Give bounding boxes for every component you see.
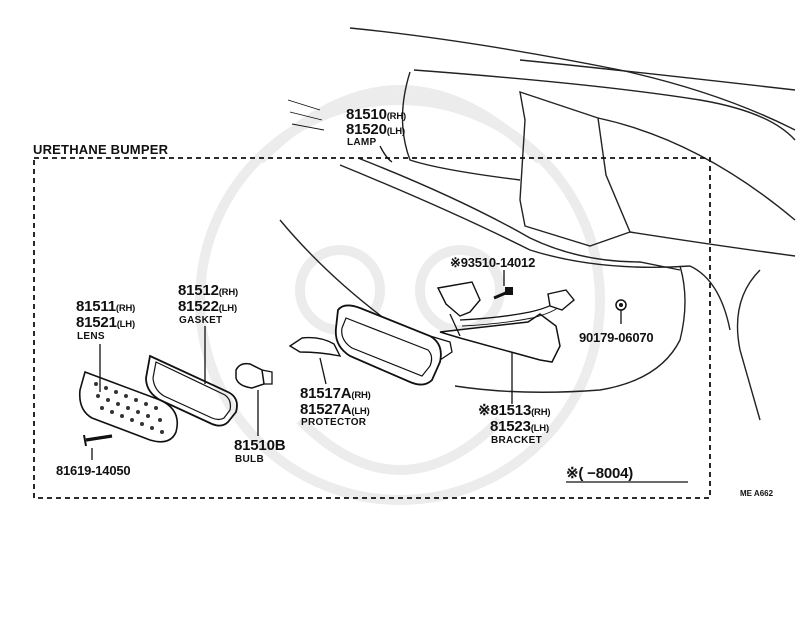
leader-lines (91, 145, 622, 460)
group-box (33, 157, 711, 499)
label-lamp: 81510(RH) 81520(LH) LAMP (346, 106, 406, 148)
svg-text:81520(LH): 81520(LH) (346, 121, 405, 138)
bolt-drawing (493, 287, 513, 300)
gasket-drawing (145, 354, 238, 427)
label-screw: 81619-14050 (56, 463, 130, 478)
svg-text:81527A(LH): 81527A(LH) (300, 401, 370, 418)
svg-text:※81513(RH): ※81513(RH) (478, 402, 550, 419)
svg-text:BULB: BULB (235, 454, 264, 465)
label-gasket: 81512(RH) 81522(LH) GASKET (178, 282, 238, 326)
svg-text:※( −8004): ※( −8004) (566, 465, 633, 482)
label-bracket: ※81513(RH) 81523(LH) BRACKET (478, 402, 551, 446)
svg-text:BRACKET: BRACKET (491, 435, 542, 446)
label-clip: 90179-06070 (579, 330, 653, 345)
svg-text:81511(RH): 81511(RH) (76, 298, 135, 315)
lens-drawing (78, 370, 179, 443)
clip-drawing (615, 299, 627, 311)
label-protector: 81517A(RH) 81527A(LH) PROTECTOR (300, 385, 371, 428)
svg-text:PROTECTOR: PROTECTOR (301, 417, 367, 428)
svg-text:81510(RH): 81510(RH) (346, 106, 406, 123)
bracket-drawing (436, 281, 561, 363)
diagram-code: ME A662 (740, 489, 774, 498)
section-title: URETHANE BUMPER (33, 142, 169, 157)
svg-text:81512(RH): 81512(RH) (178, 282, 238, 299)
footnote: ※( −8004) (566, 465, 688, 483)
svg-text:LAMP: LAMP (347, 137, 377, 148)
screw-drawing (83, 434, 113, 447)
svg-text:LENS: LENS (77, 331, 105, 342)
svg-text:GASKET: GASKET (179, 315, 222, 326)
svg-text:81517A(RH): 81517A(RH) (300, 385, 371, 402)
lamp-housing-drawing (334, 304, 453, 386)
label-bulb: 81510B BULB (234, 437, 286, 465)
wire-harness-drawing (459, 289, 575, 327)
label-bolt: ※93510-14012 (450, 255, 535, 270)
svg-text:81521(LH): 81521(LH) (76, 314, 135, 331)
svg-text:81522(LH): 81522(LH) (178, 298, 237, 315)
car-body-outline (279, 27, 796, 421)
svg-text:81523(LH): 81523(LH) (490, 418, 549, 435)
svg-text:81510B: 81510B (234, 437, 286, 454)
protector-drawing (288, 336, 342, 357)
bulb-drawing (235, 362, 273, 389)
label-lens: 81511(RH) 81521(LH) LENS (76, 298, 135, 342)
